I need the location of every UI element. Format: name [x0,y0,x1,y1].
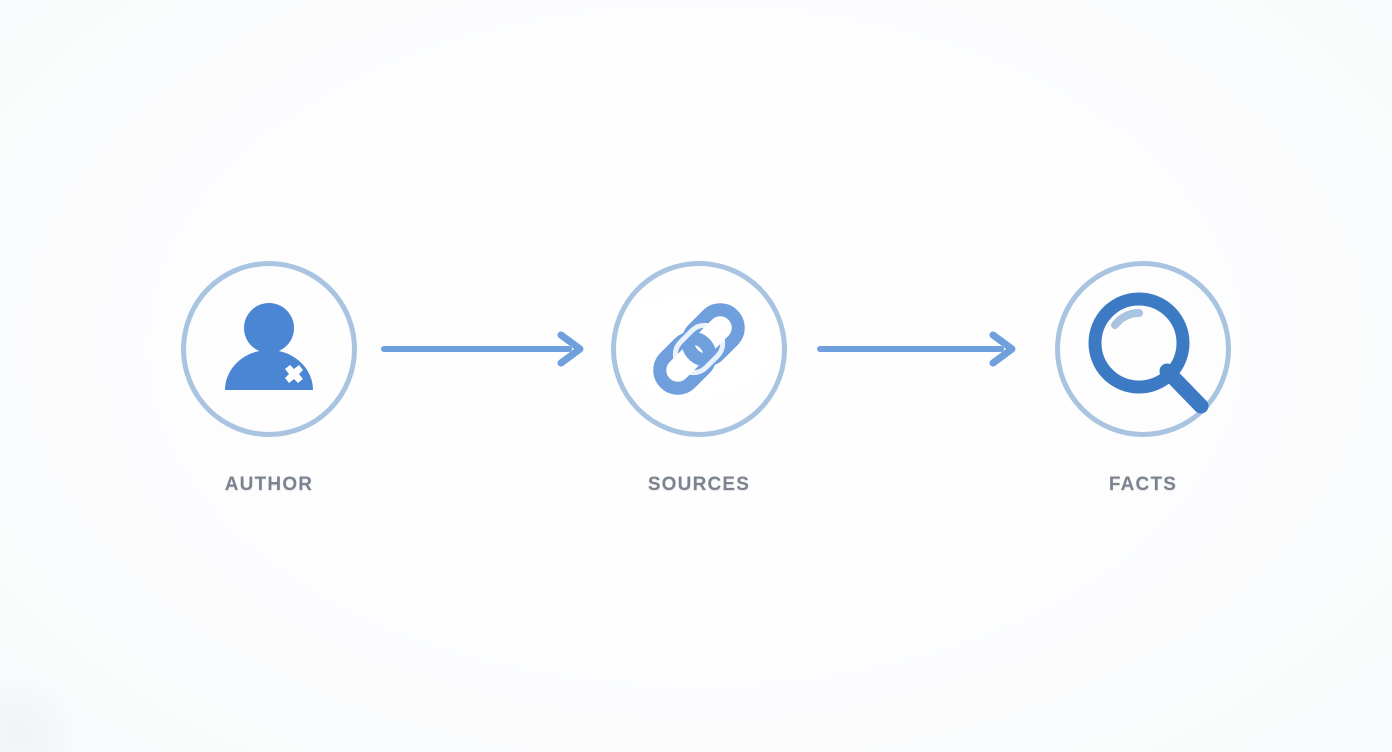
arrow-right-icon [817,331,1016,367]
magnifier-icon [1088,292,1209,414]
flow-node-facts[interactable]: Facts [1055,261,1231,495]
flow-node-author[interactable]: Author [181,261,357,495]
node-label-facts: Facts [1108,466,1178,496]
node-circle-author [181,261,357,437]
link-chain-icon [653,303,745,395]
flow-node-sources[interactable]: Sources [611,261,787,495]
person-icon [225,303,313,390]
node-label-sources: Sources [647,466,751,496]
connector-sources-to-facts [817,331,1019,367]
node-circle-facts [1055,261,1231,437]
connector-author-to-sources [381,331,587,367]
node-circle-sources [611,261,787,437]
arrow-right-icon [381,331,584,367]
node-label-author: Author [224,466,314,496]
